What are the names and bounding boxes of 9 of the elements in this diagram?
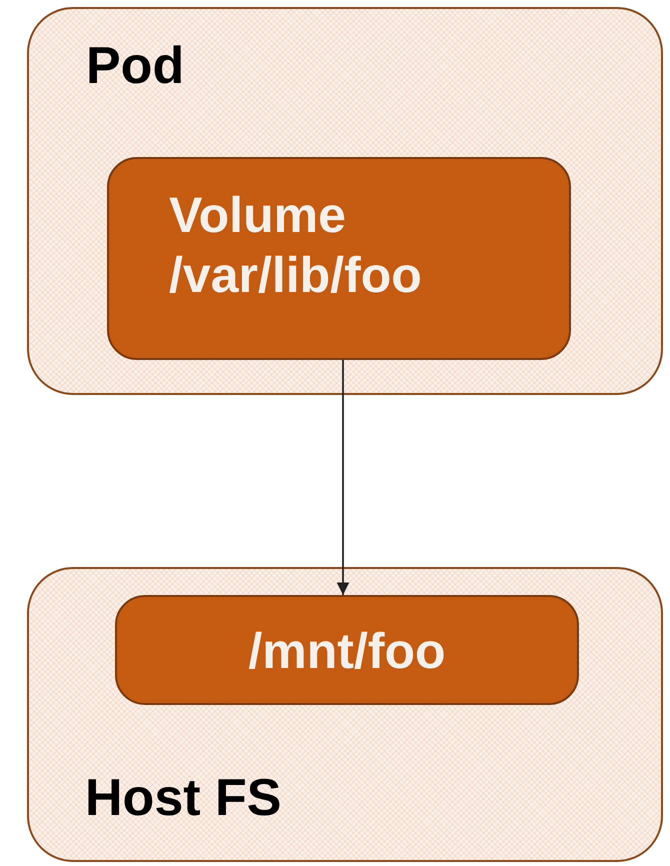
pod-box — [27, 7, 663, 395]
container-title: Host FS — [85, 768, 282, 829]
arrow — [336, 360, 350, 595]
path-label: /mnt/foo — [247, 622, 447, 681]
mount-path-box — [115, 595, 579, 705]
host-fs-box — [27, 567, 663, 862]
volume-box — [107, 157, 571, 360]
container-title: Pod — [86, 36, 186, 97]
path-label: Volume /var/lib/foo — [169, 186, 423, 305]
